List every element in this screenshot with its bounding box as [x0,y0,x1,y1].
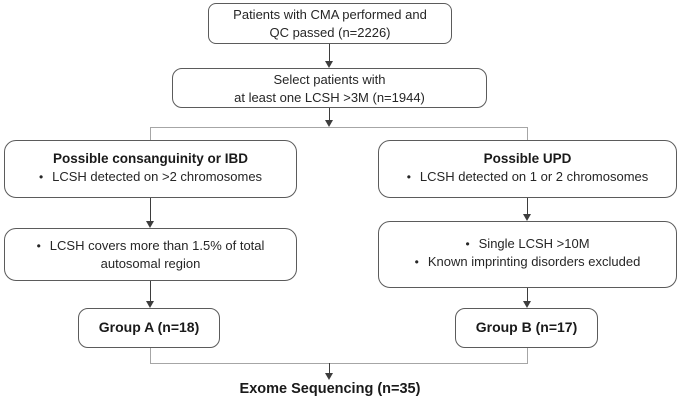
connector-merge-exome-line [329,363,331,373]
connector-left-criteria-filter-line [150,198,152,221]
bullet-icon: • [38,170,44,184]
down-arrowhead-icon [146,301,154,308]
connector-select-split-line [329,108,331,120]
split-bar-line [150,127,528,129]
merge-left-stub-line [150,348,152,363]
bullet-icon: • [414,255,419,269]
left-criteria-title: Possible consanguinity or IBD [52,151,249,166]
connector-cma-select-line [329,44,331,61]
split-right-stub-line [527,127,529,140]
node-cma-line1: Patients with CMA performed and [233,7,427,22]
down-arrowhead-icon [325,373,333,380]
down-arrowhead-icon [523,301,531,308]
left-criteria-bullet-text: LCSH detected on >2 chromosomes [52,169,263,184]
node-cma-box: Patients with CMA performed and QC passe… [208,3,452,44]
exome-sequencing-label: Exome Sequencing (n=35) [239,381,421,397]
group-a-label: Group A (n=18) [98,319,200,335]
node-right-filter-box: • Single LCSH >10M • Known imprinting di… [378,221,677,288]
down-arrowhead-icon [325,120,333,127]
node-left-criteria-box: Possible consanguinity or IBD • LCSH det… [4,140,297,198]
right-criteria-bullet-text: LCSH detected on 1 or 2 chromosomes [419,169,649,184]
left-filter-bullet-text: LCSH covers more than 1.5% of total [49,238,265,253]
node-group-b-box: Group B (n=17) [455,308,598,348]
left-filter-line2: autosomal region [100,256,201,271]
connector-left-filter-groupA-line [150,281,152,301]
merge-bar-line [150,363,528,365]
down-arrowhead-icon [146,221,154,228]
down-arrowhead-icon [523,214,531,221]
bullet-icon: • [36,239,41,253]
node-select-box: Select patients with at least one LCSH >… [172,68,487,108]
node-right-criteria-box: Possible UPD • LCSH detected on 1 or 2 c… [378,140,677,198]
merge-right-stub-line [527,348,529,363]
group-b-label: Group B (n=17) [475,319,578,335]
bullet-icon: • [465,237,470,251]
node-group-a-box: Group A (n=18) [78,308,220,348]
node-left-filter-box: • LCSH covers more than 1.5% of total au… [4,228,297,281]
node-select-line1: Select patients with [273,72,386,87]
down-arrowhead-icon [325,61,333,68]
split-left-stub-line [150,127,152,140]
connector-right-criteria-filter-line [527,198,529,214]
bullet-icon: • [406,170,411,184]
right-filter-bullet1-text: Single LCSH >10M [478,236,590,251]
connector-right-filter-groupB-line [527,288,529,301]
right-filter-bullet2-text: Known imprinting disorders excluded [427,254,641,269]
right-criteria-title: Possible UPD [483,151,572,166]
node-select-line2: at least one LCSH >3M (n=1944) [234,90,425,105]
node-cma-line2: QC passed (n=2226) [269,25,391,40]
